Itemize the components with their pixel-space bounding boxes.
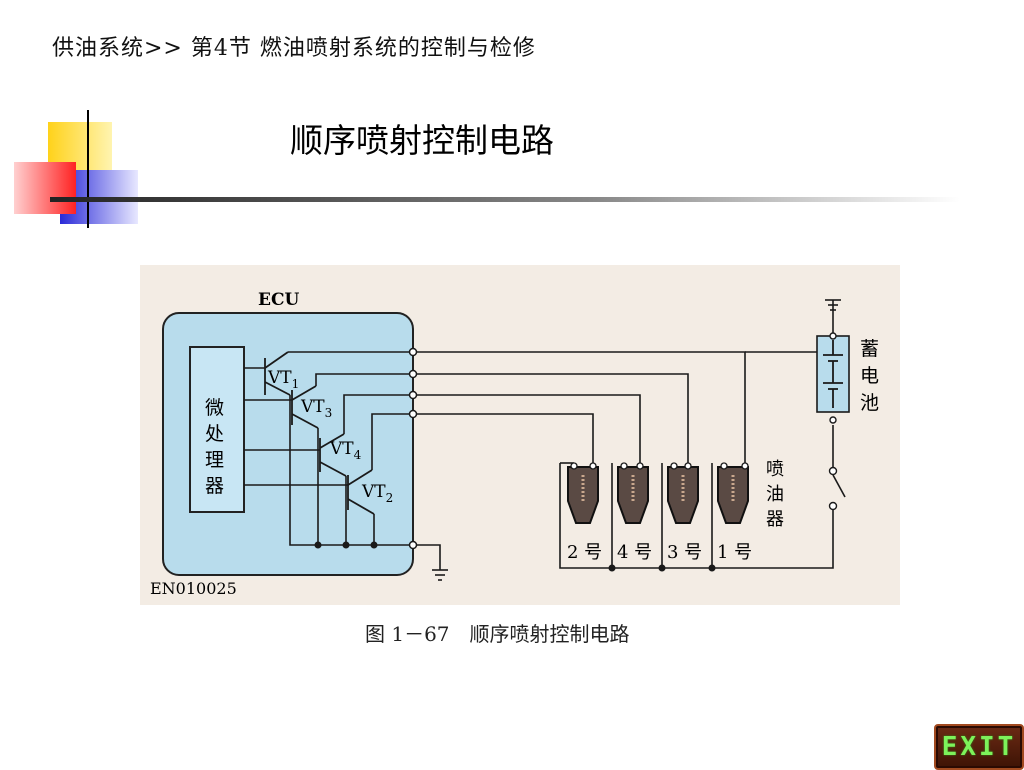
exit-button[interactable]: EXIT <box>934 724 1024 770</box>
injector-bodies <box>567 466 749 524</box>
injector-label-3char: 器 <box>766 509 784 530</box>
battery-char-1: 蓄 <box>860 338 879 360</box>
transistors <box>264 351 375 515</box>
circuit-figure: ECU 微 处 理 器 VT1 VT3 VT4 VT2 <box>140 265 900 605</box>
switch-terminals <box>828 332 838 511</box>
figure-code: EN010025 <box>150 579 237 598</box>
breadcrumb: 供油系统>> 第4节 燃油喷射系统的控制与检修 <box>52 36 536 61</box>
injector-label-2: 2 号 <box>567 542 602 563</box>
vt3-label: VT3 <box>300 397 332 420</box>
base-wires <box>244 367 348 486</box>
ecu-terminals <box>408 347 418 550</box>
microprocessor-box <box>189 346 245 513</box>
battery-char-2: 电 <box>860 365 879 387</box>
injector-terminals <box>570 462 749 470</box>
injector-label-1: 1 号 <box>717 542 752 563</box>
vt2-label: VT2 <box>361 482 393 505</box>
junction-dots <box>314 541 378 549</box>
figure-caption: 图 1－67 顺序喷射控制电路 <box>365 622 630 646</box>
injector-label-4: 4 号 <box>617 542 652 563</box>
mcu-char-3: 理 <box>205 449 224 471</box>
injector-label-1char: 喷 <box>766 459 784 480</box>
mcu-char-1: 微 <box>205 397 224 419</box>
circuit-diagram: ECU 微 处 理 器 VT1 VT3 VT4 VT2 <box>150 290 879 598</box>
label-separators <box>611 540 713 562</box>
ecu-label: ECU <box>258 290 299 310</box>
vt1-label: VT1 <box>267 368 299 391</box>
slide-title: 顺序喷射控制电路 <box>290 121 554 160</box>
bus-dots <box>608 564 716 572</box>
ground-symbol <box>416 544 448 581</box>
mcu-char-2: 处 <box>205 423 224 445</box>
injector-label-2char: 油 <box>766 484 784 505</box>
injector-label-3: 3 号 <box>667 542 702 563</box>
mcu-char-4: 器 <box>205 475 224 497</box>
vt4-label: VT4 <box>329 439 362 462</box>
battery-char-3: 池 <box>860 392 879 414</box>
title-decoration <box>14 110 960 228</box>
battery-symbol <box>823 340 843 408</box>
exit-label: EXIT <box>941 732 1017 762</box>
